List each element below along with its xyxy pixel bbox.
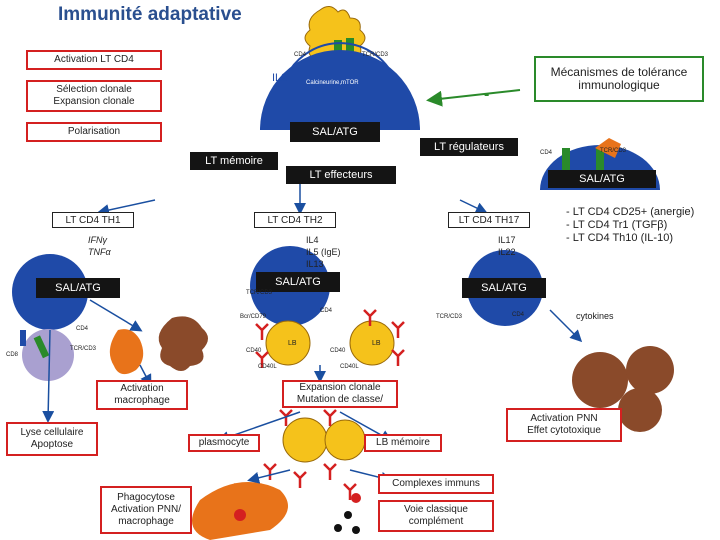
tcr-cd3-label-cd8: TCR/CD3 [70,346,97,352]
sal-atg-box-th1: SAL/ATG [36,278,120,298]
lb-label-1: LB [288,340,297,347]
cd4-label-top: CD4 [294,52,307,58]
cd40-label-1: CD40 [246,348,262,354]
calcineurin-label: Calcineurine,mTOR [306,80,359,86]
macrophage-cell [158,316,208,371]
cd8-label: CD8 [6,352,19,358]
lb-cell-1 [265,320,311,366]
polarisation-box: Polarisation [26,122,162,142]
treg-list: - LT CD4 CD25+ (anergie) - LT CD4 Tr1 (T… [566,206,695,244]
lt-cd4-th1-box: LT CD4 TH1 [52,212,134,228]
pnn-cell-1 [572,352,628,408]
tcr-cd3-label-treg: TCR/CD3 [600,148,627,154]
minus-sign: - [484,86,490,103]
cd4-label-treg: CD4 [540,150,553,156]
voie-classique-box: Voie classique complément [378,500,494,532]
phagocytose-box: Phagocytose Activation PNN/ macrophage [100,486,192,534]
tcr-cd3-label-top: TCR/CD3 [362,52,389,58]
sal-atg-box-treg: SAL/ATG [548,170,656,188]
cytokines-label: cytokines [576,311,614,321]
sal-atg-box-th2: SAL/ATG [256,272,340,292]
selection-clonale-box: Sélection clonale Expansion clonale [26,80,162,112]
cd4-label-th2: CD4 [320,308,333,314]
th2-cytokines: IL4 IL5 (IgE) IL13 [306,235,341,269]
expansion-clonale-box: Expansion clonale Mutation de classe/ [282,380,398,408]
tolerance-box: Mécanismes de tolérance immunologique [534,56,704,102]
complexes-immuns-box: Complexes immuns [378,474,494,494]
bcr-cd79-label: Bcr/CD79 [240,314,267,320]
lt-regulateurs-box: LT régulateurs [420,138,518,156]
lt-cd4-th17-box: LT CD4 TH17 [448,212,530,228]
th1-cytokines: IFNγ TNFα [88,235,111,257]
cd40l-label-1: CD40L [258,364,277,370]
target-cell-orange [109,329,144,375]
page-title: Immunité adaptative [58,4,242,25]
cd40l-label-2: CD40L [340,364,359,370]
il2-label: IL2 [272,72,288,84]
plasmocyte-box: plasmocyte [188,434,260,452]
lb-label-2: LB [372,340,381,347]
activation-macrophage-box: Activation macrophage [96,380,188,410]
lb-cell-2 [349,320,395,366]
tcr-cd3-label-th17: TCR/CD3 [436,314,463,320]
cd4-label-th17: CD4 [512,312,525,318]
lt-effecteurs-box: LT effecteurs [286,166,396,184]
plasmocyte-cell [282,417,328,463]
lb-memoire-box: LB mémoire [364,434,442,452]
lt-cd4-th2-box: LT CD4 TH2 [254,212,336,228]
sal-atg-box-th17: SAL/ATG [462,278,546,298]
tcr-cd3-label-th2: TCR/CD3 [246,290,273,296]
pnn-cell-3 [618,388,662,432]
lt-cd4-top-cell [260,50,420,130]
pnn-cell-2 [626,346,674,394]
activation-cd4-box: Activation LT CD4 [26,50,162,70]
sal-atg-box-top: SAL/ATG [290,122,380,142]
lyse-cellulaire-box: Lyse cellulaire Apoptose [6,422,98,456]
activation-pnn-box: Activation PNN Effet cytotoxique [506,408,622,442]
lt-memoire-box: LT mémoire [190,152,278,170]
cd40-label-2: CD40 [330,348,346,354]
th17-cytokines: IL17 IL22 [498,235,516,257]
cd4-label-th1: CD4 [76,326,89,332]
